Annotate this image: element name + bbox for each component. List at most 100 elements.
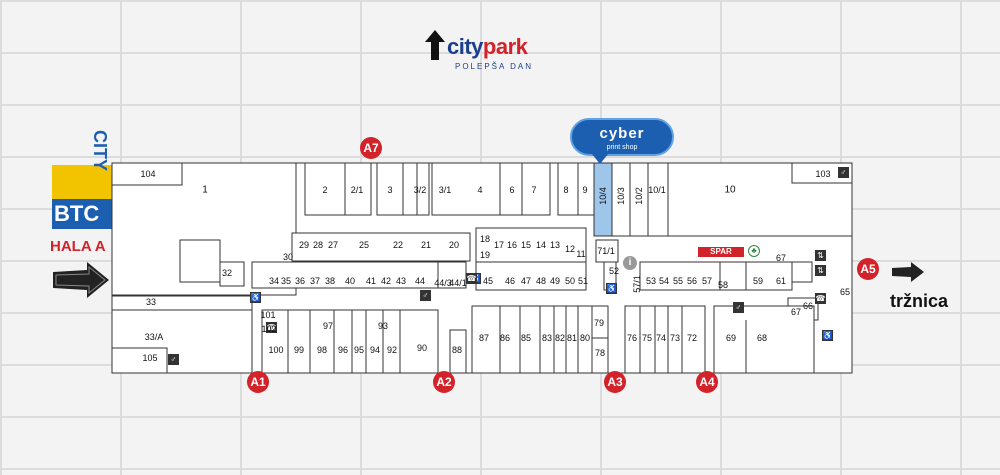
- unit-label[interactable]: 67: [775, 253, 787, 263]
- entrance-a2[interactable]: A2: [433, 371, 455, 393]
- unit-label[interactable]: 52: [608, 266, 620, 276]
- unit-label[interactable]: 74: [655, 333, 667, 343]
- unit-label[interactable]: 25: [358, 240, 370, 250]
- unit-label[interactable]: 33: [145, 297, 157, 307]
- unit-label[interactable]: 51: [577, 276, 589, 286]
- unit-label[interactable]: 44: [414, 276, 426, 286]
- unit-label[interactable]: 104: [140, 169, 156, 179]
- unit-label[interactable]: 101: [260, 310, 276, 320]
- unit-label[interactable]: 7: [531, 185, 537, 195]
- unit-label[interactable]: 85: [520, 333, 532, 343]
- unit-label[interactable]: 68: [756, 333, 768, 343]
- unit-label[interactable]: 10: [724, 184, 736, 196]
- unit-label[interactable]: 96: [337, 345, 349, 355]
- unit-label[interactable]: 10/3: [616, 187, 626, 205]
- unit-label[interactable]: 8: [563, 185, 569, 195]
- entrance-a3[interactable]: A3: [604, 371, 626, 393]
- unit-label[interactable]: 65: [839, 287, 851, 297]
- unit-label[interactable]: 44/1: [449, 278, 467, 288]
- unit-label[interactable]: 34: [268, 276, 280, 286]
- unit-label[interactable]: 86: [499, 333, 511, 343]
- unit-label[interactable]: 11: [576, 249, 586, 259]
- unit-label[interactable]: 13: [549, 240, 561, 250]
- unit-label[interactable]: 72: [686, 333, 698, 343]
- unit-label[interactable]: 105: [142, 353, 158, 363]
- unit-label[interactable]: 48: [535, 276, 547, 286]
- unit-label[interactable]: 95: [353, 345, 365, 355]
- unit-label[interactable]: 3/2: [413, 185, 427, 195]
- unit-label[interactable]: 87: [478, 333, 490, 343]
- unit-label[interactable]: 81: [566, 333, 578, 343]
- unit-label[interactable]: 15: [520, 240, 532, 250]
- unit-label[interactable]: 9: [582, 185, 588, 195]
- unit-label[interactable]: 10/1: [648, 185, 666, 195]
- unit-label[interactable]: 50: [564, 276, 576, 286]
- entrance-a5[interactable]: A5: [857, 258, 879, 280]
- unit-label[interactable]: 29: [298, 240, 310, 250]
- unit-label[interactable]: 28: [312, 240, 324, 250]
- entrance-a4[interactable]: A4: [696, 371, 718, 393]
- entrance-a1[interactable]: A1: [247, 371, 269, 393]
- unit-label[interactable]: 35: [280, 276, 292, 286]
- unit-label[interactable]: 44/3: [434, 278, 452, 288]
- unit-label[interactable]: 47: [520, 276, 532, 286]
- unit-label[interactable]: 1: [202, 184, 208, 196]
- unit-label[interactable]: 3/1: [438, 185, 452, 195]
- unit-label[interactable]: 55: [672, 276, 684, 286]
- unit-label[interactable]: 103: [815, 169, 831, 179]
- unit-label[interactable]: 43: [395, 276, 407, 286]
- unit-label[interactable]: 20: [448, 240, 460, 250]
- unit-label[interactable]: 53: [645, 276, 657, 286]
- unit-label[interactable]: 94: [369, 345, 381, 355]
- unit-label[interactable]: 18: [479, 234, 491, 244]
- unit-label[interactable]: 6: [509, 185, 515, 195]
- unit-label[interactable]: 88: [451, 345, 463, 355]
- unit-label[interactable]: 41: [365, 276, 377, 286]
- unit-label[interactable]: 67: [790, 307, 802, 317]
- unit-label[interactable]: 76: [626, 333, 638, 343]
- unit-label[interactable]: 3: [387, 185, 393, 195]
- unit-label[interactable]: 4: [477, 185, 483, 195]
- unit-label[interactable]: 10/2: [634, 187, 644, 205]
- unit-label[interactable]: 37: [309, 276, 321, 286]
- unit-label[interactable]: 27: [327, 240, 339, 250]
- unit-label[interactable]: 73: [669, 333, 681, 343]
- unit-label[interactable]: 58: [717, 280, 729, 290]
- unit-label[interactable]: 79: [593, 318, 605, 328]
- unit-label[interactable]: 57: [701, 276, 713, 286]
- unit-label[interactable]: 78: [594, 348, 606, 358]
- unit-label[interactable]: 82: [554, 333, 566, 343]
- unit-label[interactable]: 19: [479, 250, 491, 260]
- unit-label[interactable]: 40: [344, 276, 356, 286]
- unit-label[interactable]: 97: [322, 321, 334, 331]
- unit-label[interactable]: 16: [506, 240, 518, 250]
- unit-label[interactable]: 102: [261, 324, 277, 334]
- unit-label[interactable]: 83: [541, 333, 553, 343]
- unit-label[interactable]: 30: [282, 252, 294, 262]
- unit-label[interactable]: 32: [221, 268, 233, 278]
- unit-label[interactable]: 2/1: [350, 185, 364, 195]
- unit-label[interactable]: 45: [482, 276, 494, 286]
- unit-label[interactable]: 10/4: [598, 187, 608, 205]
- unit-label[interactable]: 75: [641, 333, 653, 343]
- unit-label[interactable]: 38: [324, 276, 336, 286]
- unit-label[interactable]: 99: [293, 345, 305, 355]
- unit-label[interactable]: 46: [504, 276, 516, 286]
- unit-label[interactable]: 42: [380, 276, 392, 286]
- entrance-a7[interactable]: A7: [360, 137, 382, 159]
- unit-label[interactable]: 57/1: [632, 275, 642, 293]
- unit-label[interactable]: 61: [775, 276, 787, 286]
- unit-label[interactable]: 17: [493, 240, 505, 250]
- unit-label[interactable]: 66: [802, 301, 814, 311]
- unit-label[interactable]: 69: [725, 333, 737, 343]
- unit-label[interactable]: 92: [386, 345, 398, 355]
- unit-label[interactable]: 90: [416, 343, 428, 353]
- unit-label[interactable]: 80: [579, 333, 591, 343]
- unit-label[interactable]: 56: [686, 276, 698, 286]
- unit-label[interactable]: 22: [392, 240, 404, 250]
- unit-label[interactable]: 49: [549, 276, 561, 286]
- unit-label[interactable]: 93: [377, 321, 389, 331]
- unit-label[interactable]: 21: [420, 240, 432, 250]
- unit-label[interactable]: 98: [316, 345, 328, 355]
- unit-label[interactable]: 59: [752, 276, 764, 286]
